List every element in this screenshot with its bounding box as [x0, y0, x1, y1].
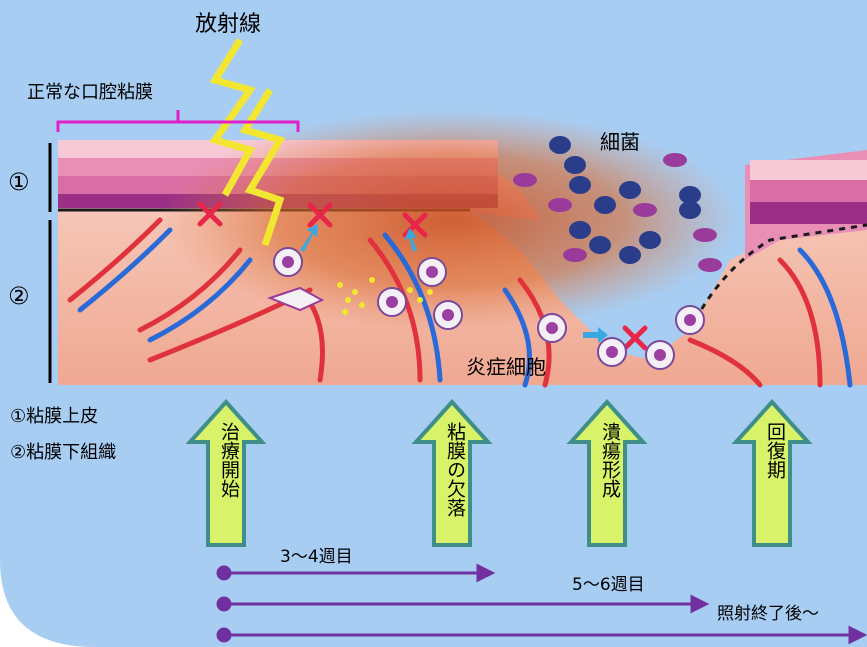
normal-mucosa-label: 正常な口腔粘膜 [27, 78, 153, 104]
inflammation-haze [160, 110, 740, 330]
legend-submucosa: ②粘膜下組織 [10, 438, 116, 464]
timeline-label-5-6-weeks: 5〜6週目 [572, 570, 645, 595]
stage-label-mucosal-loss: 粘膜の欠落 [438, 422, 466, 517]
layer-marker-1: ① [8, 168, 30, 196]
timeline-label-after-irradiation: 照射終了後〜 [717, 599, 819, 624]
inflammatory-cells-label: 炎症細胞 [466, 351, 546, 380]
stage-label-recovery: 回復期 [758, 422, 786, 479]
timeline-label-3-4-weeks: 3〜4週目 [280, 542, 353, 567]
layer-marker-2: ② [8, 282, 30, 310]
stage-label-treatment-start: 治療開始 [212, 422, 240, 498]
stage-label-ulcer-formation: 潰瘍形成 [593, 422, 621, 498]
bacteria-label: 細菌 [600, 126, 640, 155]
legend-epithelium: ①粘膜上皮 [10, 402, 98, 428]
diagram-title: 放射線 [195, 6, 261, 38]
